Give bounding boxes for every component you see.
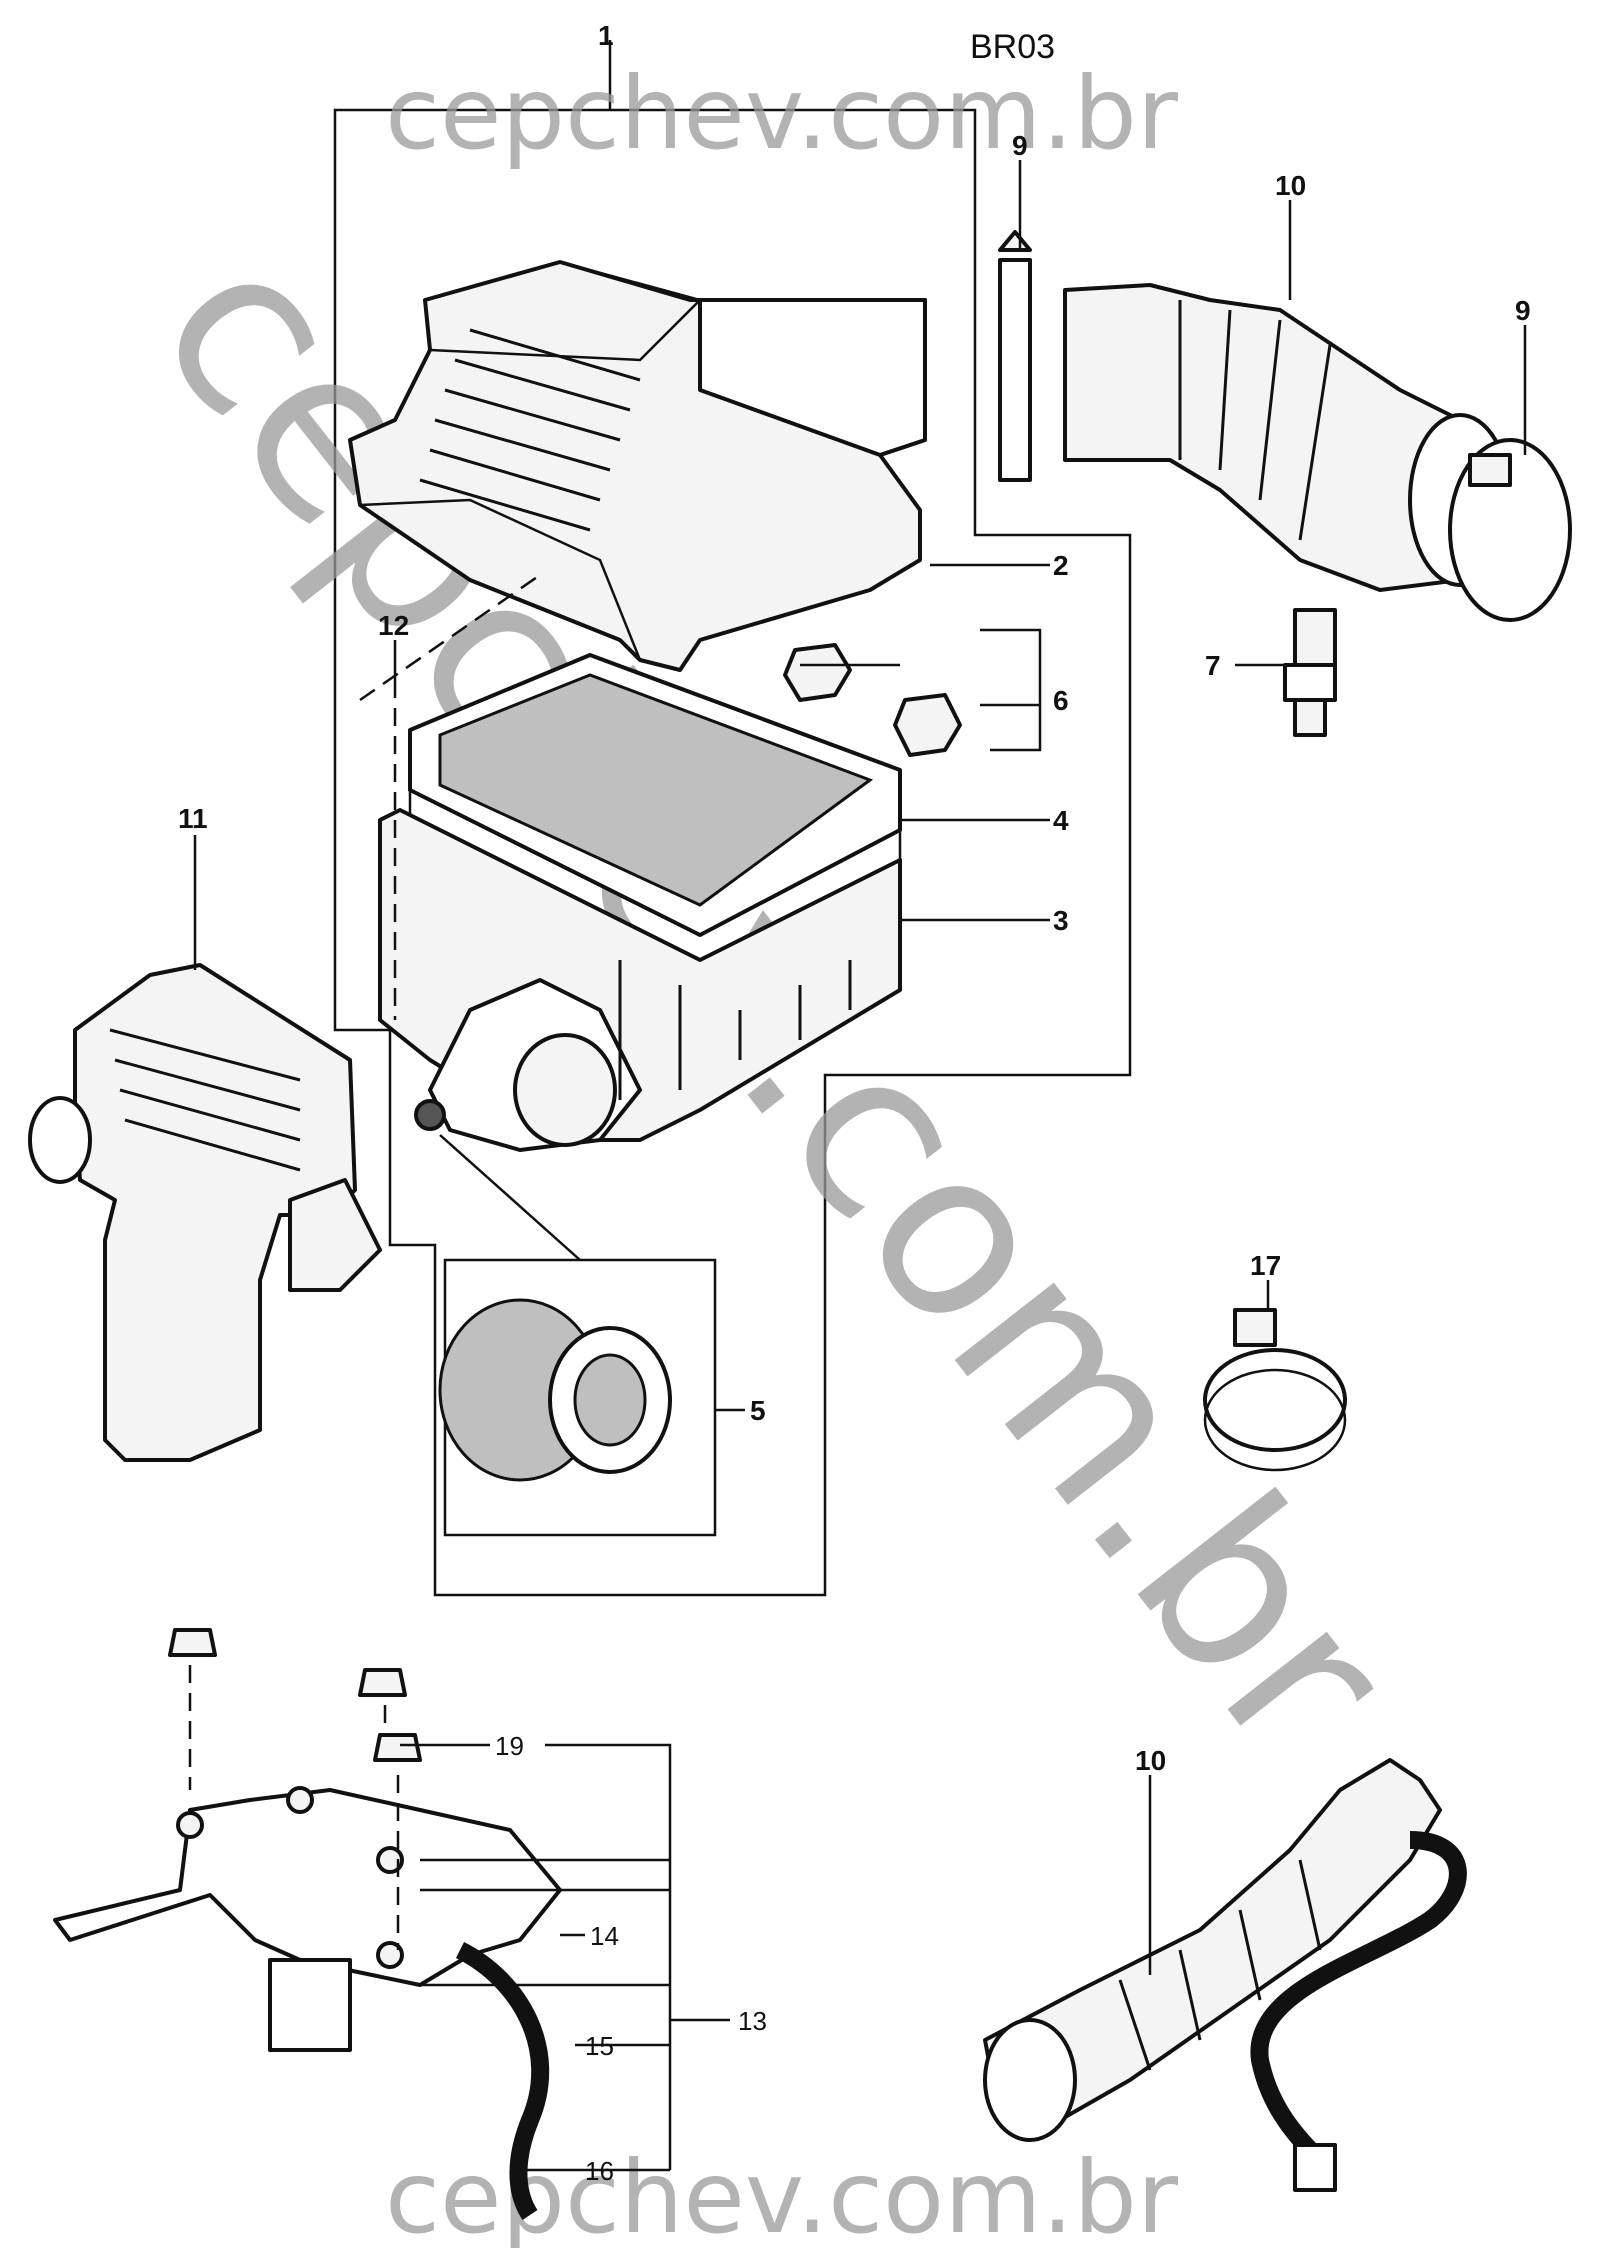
callout-9-clamp-strap: 9 — [1012, 130, 1028, 161]
callout-7: 7 — [1205, 650, 1221, 681]
diagram-code: BR03 — [970, 28, 1055, 66]
fastener-nuts — [783, 643, 962, 757]
callout-6: 6 — [1053, 685, 1069, 716]
callout-9-clamp-ring: 9 — [1515, 295, 1531, 326]
support-bracket-assembly — [53, 1628, 562, 2220]
callout-19: 19 — [495, 1731, 524, 1761]
intake-snorkel — [28, 963, 382, 1462]
callout-15: 15 — [585, 2031, 614, 2061]
intake-duct-lower — [983, 1758, 1467, 2192]
hose-clamp-17 — [1203, 1308, 1347, 1472]
callout-10-lower-duct: 10 — [1135, 1745, 1166, 1776]
callout-11: 11 — [178, 803, 208, 834]
callout-13: 13 — [738, 2006, 767, 2036]
callout-3: 3 — [1053, 905, 1069, 936]
hose-clamp-strap — [998, 230, 1032, 482]
dashed-leader-12b — [359, 573, 541, 702]
callout-1: 1 — [598, 20, 614, 51]
intake-hose-upper — [1063, 283, 1512, 592]
watermark-bottom: cepchev.com.br — [385, 2139, 1179, 2248]
callout-16: 16 — [585, 2156, 614, 2186]
air-cleaner-lower-housing — [378, 808, 902, 1152]
callout-10-upper-hose: 10 — [1275, 170, 1306, 201]
hose-clamp-ring — [1448, 438, 1572, 622]
leader-lines — [193, 160, 1527, 2172]
callout-14: 14 — [590, 1921, 619, 1951]
grommet-detail-box — [438, 1134, 717, 1537]
air-cleaner-upper-cover — [348, 260, 927, 672]
callout-2: 2 — [1053, 550, 1069, 581]
callout-17: 17 — [1250, 1250, 1281, 1281]
air-temperature-sensor — [1283, 608, 1337, 737]
callout-4: 4 — [1053, 805, 1069, 836]
callout-12: 12 — [378, 610, 409, 641]
watermark-top: cepchev.com.br — [385, 55, 1179, 172]
callout-5: 5 — [750, 1395, 766, 1426]
